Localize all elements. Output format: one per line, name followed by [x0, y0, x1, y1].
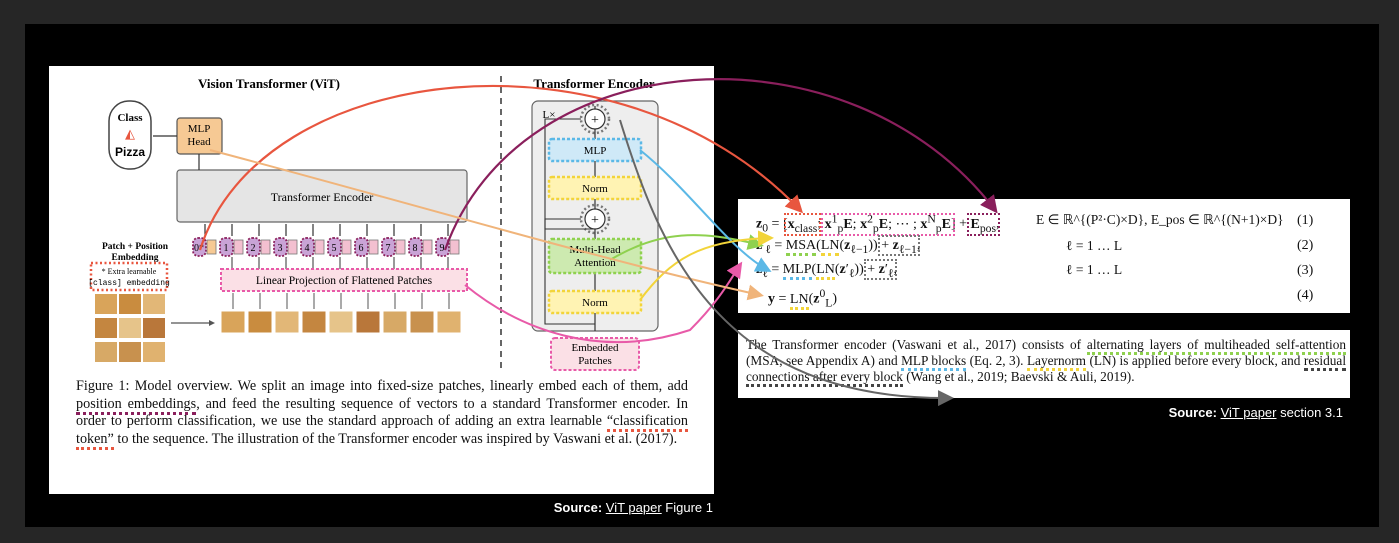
- encoder-norm-bottom-label: Norm: [582, 297, 608, 309]
- position-token-label: 4: [305, 243, 310, 254]
- encoder-norm-top-label: Norm: [582, 183, 608, 195]
- flattened-patch: [328, 310, 354, 334]
- patch-embedding-token: [422, 239, 433, 255]
- equation-3-condition: ℓ = 1 … L: [1066, 262, 1123, 277]
- input-image-patches-grid: [95, 294, 165, 362]
- source-figure: Source: ViT paper Figure 1: [554, 500, 713, 515]
- mlp-head-line1: MLP: [188, 123, 211, 135]
- caption-part-3: to the sequence. The illustration of the…: [113, 430, 678, 447]
- patch-position-label-2: Embedding: [112, 253, 159, 263]
- flattened-patches-row: [220, 293, 462, 334]
- patch-embedding-token: [260, 239, 271, 255]
- patch-embedding-token: [341, 239, 352, 255]
- encoder-title: Transformer Encoder: [533, 76, 654, 91]
- patch-embedding-token: [314, 239, 325, 255]
- body-highlight-layernorm: Layernorm: [1026, 353, 1087, 371]
- patch-embedding-token: [287, 239, 298, 255]
- equation-1-condition: E ∈ ℝ^{(P²·C)×D}, E_pos ∈ ℝ^{(N+1)×D}: [1036, 212, 1284, 227]
- source-section-link[interactable]: ViT paper: [1220, 405, 1277, 420]
- encoder-mha-line1: Multi-Head: [569, 244, 621, 256]
- encoder-mha-line2: Attention: [574, 257, 616, 269]
- equation-2-condition: ℓ = 1 … L: [1066, 238, 1123, 253]
- caption-part-1: Figure 1: Model overview. We split an im…: [76, 378, 688, 394]
- equation-2: z′ℓ = MSA(LN(zℓ−1)) + zℓ−1,: [756, 235, 921, 256]
- caption-highlight-position: position embeddings: [76, 395, 197, 415]
- source-figure-prefix: Source:: [553, 500, 603, 515]
- flattened-patch: [382, 310, 408, 334]
- flatten-arrowhead: [209, 320, 215, 326]
- flattened-patch: [436, 310, 462, 334]
- embedded-patches-line2: Patches: [578, 355, 612, 367]
- body-highlight-msa: alternating layers of multiheaded self-a…: [1086, 337, 1346, 355]
- class-output: [108, 100, 152, 170]
- source-figure-link[interactable]: ViT paper: [605, 500, 662, 515]
- body-part-2: (MSA, see Appendix A) and: [746, 353, 902, 368]
- class-value: Pizza: [115, 145, 145, 159]
- vit-title: Vision Transformer (ViT): [198, 76, 340, 91]
- equation-4-number: (4): [1297, 288, 1314, 303]
- extra-learnable-line2: [class] embedding: [88, 279, 170, 288]
- position-token-label: 3: [278, 243, 283, 254]
- equation-4: y = LN(z0L): [768, 287, 838, 310]
- plus-top: +: [591, 113, 599, 128]
- source-section-suffix: section 3.1: [1276, 405, 1343, 420]
- mlp-head-line2: Head: [187, 136, 211, 148]
- patch-embedding-token: [449, 239, 460, 255]
- equation-1-number: (1): [1297, 213, 1314, 228]
- equation-2-number: (2): [1297, 238, 1314, 253]
- equation-3: zℓ = MLP(LN(z′ℓ)) + z′ℓ,: [756, 259, 898, 280]
- class-label: Class: [117, 112, 143, 124]
- transformer-encoder-label: Transformer Encoder: [271, 190, 374, 204]
- source-section: Source: ViT paper section 3.1: [1169, 405, 1343, 420]
- pizza-icon: ◭: [125, 126, 135, 141]
- patch-embedding-token: [206, 239, 217, 255]
- patch-embedding-token: [233, 239, 244, 255]
- position-tokens: 0* 1 2 3 4 5 6 7 8 9: [192, 224, 460, 269]
- body-part-5: (Wang et al., 2019; Baevski & Auli, 2019…: [902, 369, 1135, 384]
- body-part-3: (Eq. 2, 3).: [966, 353, 1027, 368]
- patch-embedding-token: [395, 239, 406, 255]
- position-token-label: 8: [413, 243, 418, 254]
- position-token-label: 1: [224, 243, 229, 254]
- flattened-patch: [274, 310, 300, 334]
- position-token-label: 5: [332, 243, 337, 254]
- linear-projection-label: Linear Projection of Flattened Patches: [256, 275, 433, 287]
- equation-3-number: (3): [1297, 263, 1314, 278]
- flattened-patch: [220, 310, 246, 334]
- flattened-patch: [355, 310, 381, 334]
- position-token-label: 2: [251, 243, 256, 254]
- body-part-1: The Transformer encoder (Vaswani et al.,…: [746, 337, 1087, 352]
- flattened-patch: [301, 310, 327, 334]
- position-token-label: 0*: [194, 243, 204, 254]
- extra-learnable-box: [89, 261, 169, 292]
- encoder-mlp-label: MLP: [584, 145, 607, 157]
- caption-highlight-class: “classification token”: [76, 413, 688, 450]
- equation-1: z0 = [xclass; x1pE; x2pE; ⋯ ; xNpE] + Ep…: [756, 212, 1000, 236]
- vit-figure: Vision Transformer (ViT) Transformer Enc…: [88, 76, 659, 371]
- extra-learnable-line1: * Extra learnable: [102, 267, 157, 276]
- embedded-patches-line1: Embedded: [571, 342, 619, 354]
- source-figure-suffix: Figure 1: [661, 500, 713, 515]
- patch-position-label-1: Patch + Position: [102, 242, 169, 252]
- source-section-prefix: Source:: [1168, 405, 1217, 420]
- caption-part-2: , and feed the resulting sequence of vec…: [76, 395, 688, 430]
- position-token-label: 7: [386, 243, 391, 254]
- section-text: The Transformer encoder (Vaswani et al.,…: [746, 337, 1347, 387]
- flattened-patch: [409, 310, 435, 334]
- figure-caption: Figure 1: Model overview. We split an im…: [76, 378, 688, 450]
- position-token-label: 9: [440, 243, 445, 254]
- patch-embedding-token: [368, 239, 379, 255]
- plus-mid: +: [591, 213, 599, 228]
- position-token-label: 6: [359, 243, 364, 254]
- flattened-patch: [247, 310, 273, 334]
- body-part-4: (LN) is applied before every block, and: [1086, 353, 1304, 368]
